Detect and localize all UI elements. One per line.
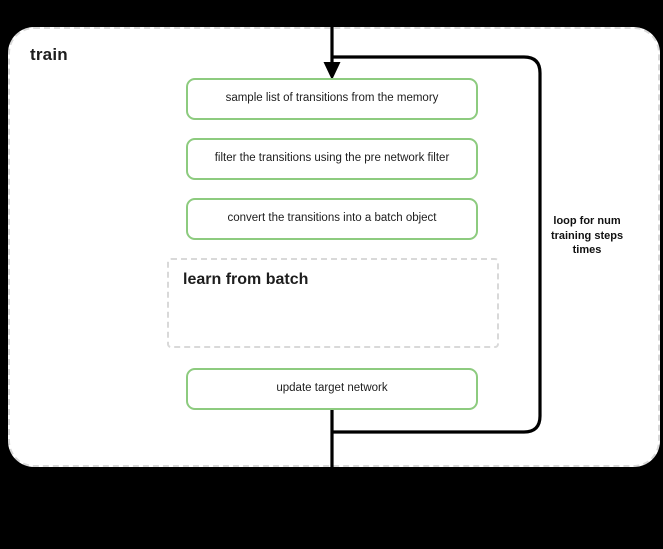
step-label: update target network	[276, 382, 388, 395]
step-label: convert the transitions into a batch obj…	[227, 212, 437, 225]
step-label: sample list of transitions from the memo…	[225, 92, 439, 105]
step-box-update-target-network[interactable]: update target network	[186, 368, 478, 410]
step-box-convert[interactable]: convert the transitions into a batch obj…	[186, 198, 478, 240]
page-title: train	[30, 45, 68, 64]
step-box-sample[interactable]: sample list of transitions from the memo…	[186, 78, 478, 120]
step-box-filter[interactable]: filter the transitions using the pre net…	[186, 138, 478, 180]
learn-from-batch-block: learn from batch	[167, 258, 499, 348]
loop-label: loop for num training steps times	[550, 215, 624, 257]
learn-from-batch-title: learn from batch	[183, 271, 309, 288]
step-label: filter the transitions using the pre net…	[214, 152, 450, 165]
